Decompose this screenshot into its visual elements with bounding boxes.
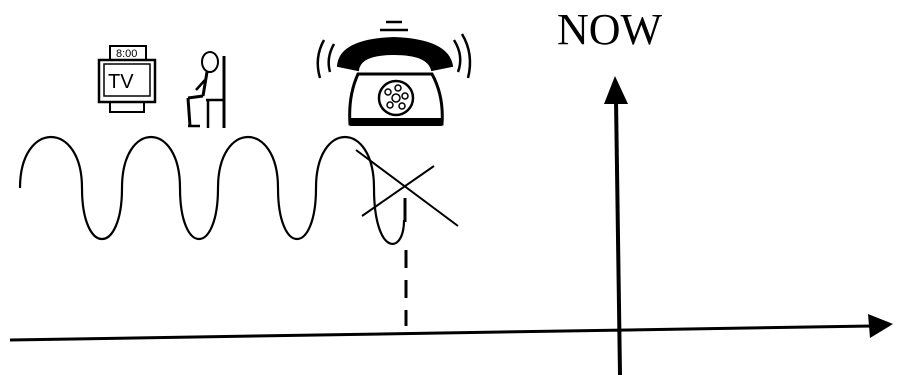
time-axis [10, 314, 893, 340]
cross-out-mark [356, 150, 458, 226]
tv-icon: 8:00 TV [99, 46, 155, 112]
sine-wave [20, 137, 404, 244]
tv-screen-text: TV [108, 71, 134, 93]
ringing-telephone-icon [318, 22, 470, 126]
interruption-drop-line [405, 198, 406, 326]
seated-person-icon [188, 52, 224, 128]
tv-clock-text: 8:00 [116, 48, 137, 60]
